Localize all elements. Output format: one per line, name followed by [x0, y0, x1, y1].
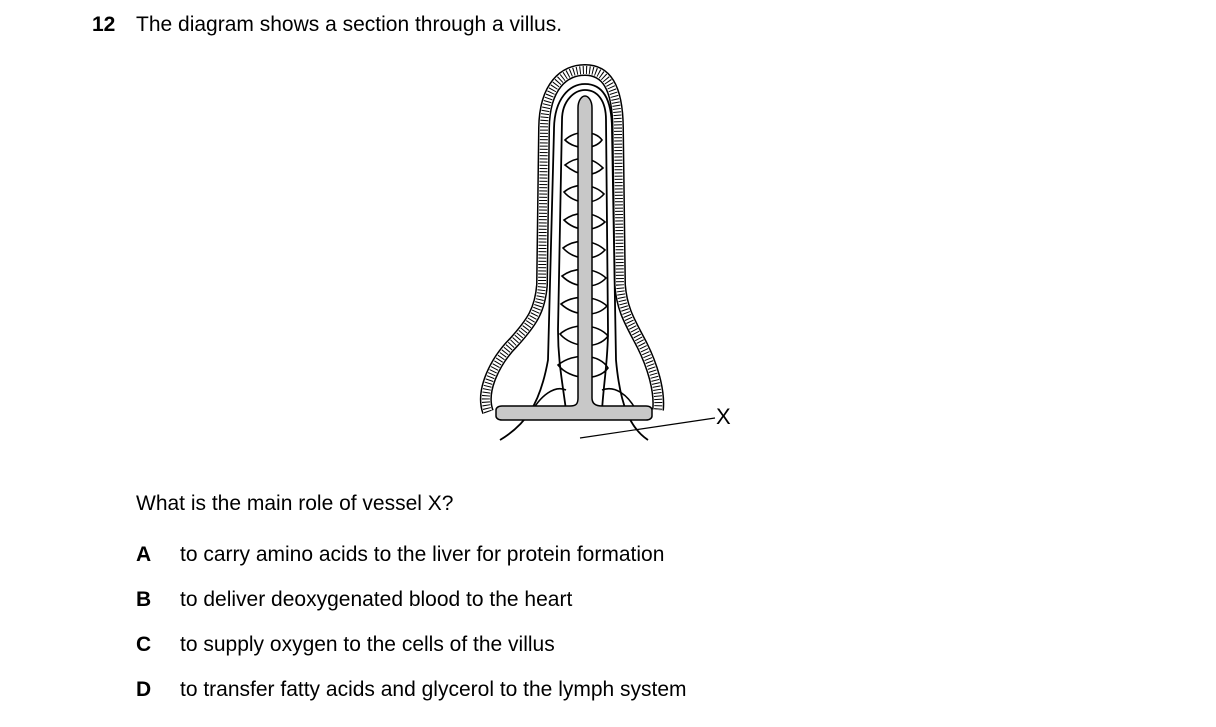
- label-x-line: [579, 417, 716, 439]
- lacteal: [495, 95, 653, 421]
- villus-core-outline: [499, 83, 649, 441]
- label-x: X: [716, 404, 731, 429]
- question-number: 12: [92, 13, 116, 36]
- option-text: to supply oxygen to the cells of the vil…: [180, 633, 555, 656]
- villus-diagram: X: [479, 63, 731, 441]
- option-letter: C: [136, 633, 152, 656]
- option-text: to transfer fatty acids and glycerol to …: [180, 678, 687, 701]
- option-text: to deliver deoxygenated blood to the hea…: [180, 588, 573, 611]
- option-text: to carry amino acids to the liver for pr…: [180, 543, 665, 566]
- question-stem: The diagram shows a section through a vi…: [136, 13, 563, 36]
- option-letter: D: [136, 678, 152, 701]
- option-letter: B: [136, 588, 152, 611]
- capillary-network: [557, 89, 609, 411]
- question-prompt: What is the main role of vessel X?: [136, 492, 454, 515]
- epithelium-outer: [479, 63, 665, 415]
- option-letter: A: [136, 543, 152, 566]
